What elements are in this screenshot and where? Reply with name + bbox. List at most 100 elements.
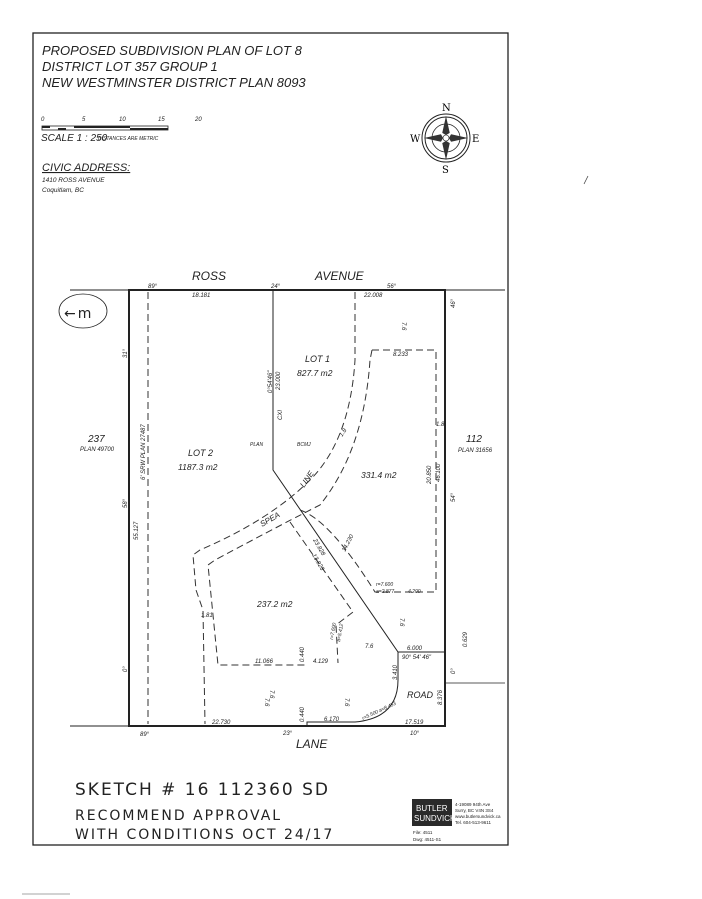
firm-title-block: BUTLER SUNDVICK 4-19089 94th Ave Surry, …: [412, 799, 501, 842]
dim: 1.8: [339, 427, 349, 438]
road-corner-arc: [306, 652, 399, 726]
bcmj-faint-label: BCMJ: [297, 442, 311, 448]
scale-tick: 20: [194, 117, 202, 123]
dim: 1.8: [436, 422, 445, 428]
civic-city: Coquitlam, BC: [42, 187, 84, 194]
street-avenue: AVENUE: [314, 269, 365, 283]
dim: 89°: [140, 732, 150, 738]
dim: 22.730: [211, 720, 231, 726]
dim: 7.6: [398, 618, 404, 627]
scale-tick: 5: [82, 117, 86, 123]
firm-file: File: 4511: [413, 830, 433, 835]
firm-address-1: 4-19089 94th Ave: [455, 802, 491, 807]
dim: 0.629: [463, 631, 469, 647]
dim: 17.519: [405, 720, 424, 726]
dim: 23°: [282, 731, 293, 737]
cxi-label: CXI: [278, 410, 284, 420]
dim: a=5.412: [336, 623, 345, 642]
document-frame: [32, 32, 509, 846]
dim: 6.170: [324, 717, 340, 723]
handwritten-sketch-number: SKETCH # 16 112360 SD: [75, 780, 330, 800]
dim: 54°: [451, 492, 457, 502]
scale-bar: 0 5 10 15 20 SCALE 1 : 250 DISTANCES ARE…: [41, 117, 202, 144]
building-envelope-south: [289, 521, 354, 664]
dim: 7.6: [343, 698, 349, 707]
scale-tick: 10: [119, 117, 126, 123]
dim: a=2.877: [376, 589, 394, 595]
dim: 23.000: [276, 371, 282, 391]
dim: r=5.500 a=8.453: [361, 701, 397, 722]
west-lot-number: 237: [87, 434, 105, 445]
dim: 1.81: [201, 613, 213, 619]
scale-tick: 15: [158, 117, 165, 123]
dim: 46°: [451, 298, 457, 308]
civic-street: 1410 ROSS AVENUE: [42, 177, 105, 184]
handwritten-circle-note: ←m: [64, 306, 93, 322]
dim: 55.127: [134, 521, 140, 540]
street-road: ROAD: [407, 690, 434, 700]
spea-label: SPEA: [259, 510, 282, 528]
firm-dwg: Dwg: 4511-S1: [413, 837, 442, 842]
dim: 24°: [270, 284, 281, 290]
dim: 0°: [451, 668, 457, 674]
dim: 20.850: [427, 465, 433, 485]
street-ross: ROSS: [192, 269, 226, 283]
street-lane: LANE: [296, 737, 328, 751]
compass-n: N: [442, 103, 451, 114]
firm-tel: Tel. 604-513-9611: [455, 820, 491, 825]
lot2-label: LOT 2: [188, 448, 213, 458]
dim: 6.000: [407, 646, 423, 652]
dim: 46.100: [436, 463, 442, 482]
firm-name-2: SUNDVICK: [414, 814, 456, 823]
dim: 22.008: [363, 293, 383, 299]
east-lot-plan: PLAN 31656: [458, 448, 493, 454]
firm-web: www.butlersundvick.ca: [455, 814, 501, 819]
scale-tick: 0: [41, 117, 45, 123]
lot-division-line: [272, 290, 445, 653]
dim: 0.440: [300, 646, 306, 662]
dim: 18.181: [192, 293, 210, 299]
dim: 58°: [123, 498, 129, 508]
firm-address-2: Surry, BC V4N 3S4: [455, 808, 494, 813]
compass-s: S: [442, 165, 449, 176]
title-line-2: DISTRICT LOT 357 GROUP 1: [42, 59, 218, 74]
dim: 90° 54' 46": [402, 655, 432, 661]
dim: 10°: [410, 731, 420, 737]
area-east: 331.4 m2: [361, 470, 397, 480]
civic-heading: CIVIC ADDRESS:: [42, 162, 130, 174]
dim: 89°: [148, 284, 158, 290]
title-line-1: PROPOSED SUBDIVISION PLAN OF LOT 8: [42, 43, 303, 58]
dim: 7.6: [400, 322, 406, 331]
lot1-area: 827.7 m2: [297, 368, 333, 378]
line-label: LINE: [298, 469, 316, 489]
dim: 14.230: [341, 533, 355, 553]
handwritten-circle: [58, 293, 108, 329]
handwritten-conditions: WITH CONDITIONS OCT 24/17: [75, 827, 334, 843]
area-south: 237.2 m2: [256, 599, 293, 609]
srw-label: 6' SRW PLAN 27487: [141, 424, 147, 480]
dimensions: 18.181 22.008 55.127 0°54'46" 23.000 8.2…: [123, 284, 469, 738]
dim: 13.823: [310, 553, 325, 572]
dim: 0.440: [300, 706, 306, 722]
lot-8-boundary: [128, 289, 446, 727]
east-lot-number: 112: [466, 434, 482, 445]
compass-w: W: [410, 134, 421, 145]
scale-note: DISTANCES ARE METRIC: [98, 136, 159, 142]
dim: 31°: [123, 348, 129, 358]
dim: 4.129: [313, 659, 329, 665]
dim: 11.066: [255, 659, 274, 665]
title-line-3: NEW WESTMINSTER DISTRICT PLAN 8093: [42, 75, 306, 90]
dim: 0°: [123, 666, 129, 672]
handwritten-recommend: RECOMMEND APPROVAL: [75, 808, 282, 824]
dim: 0°54'46": [268, 370, 274, 393]
scale-label: SCALE 1 : 250: [41, 133, 108, 144]
dim: r=7.600: [376, 582, 393, 588]
firm-name-1: BUTLER: [416, 804, 448, 813]
lot2-area: 1187.3 m2: [178, 462, 218, 472]
compass-e: E: [472, 134, 479, 145]
dim: 7.6: [263, 698, 269, 707]
dim: 7.6: [365, 644, 374, 650]
dim: 8.233: [393, 352, 409, 358]
dim: 8.376: [438, 689, 444, 705]
